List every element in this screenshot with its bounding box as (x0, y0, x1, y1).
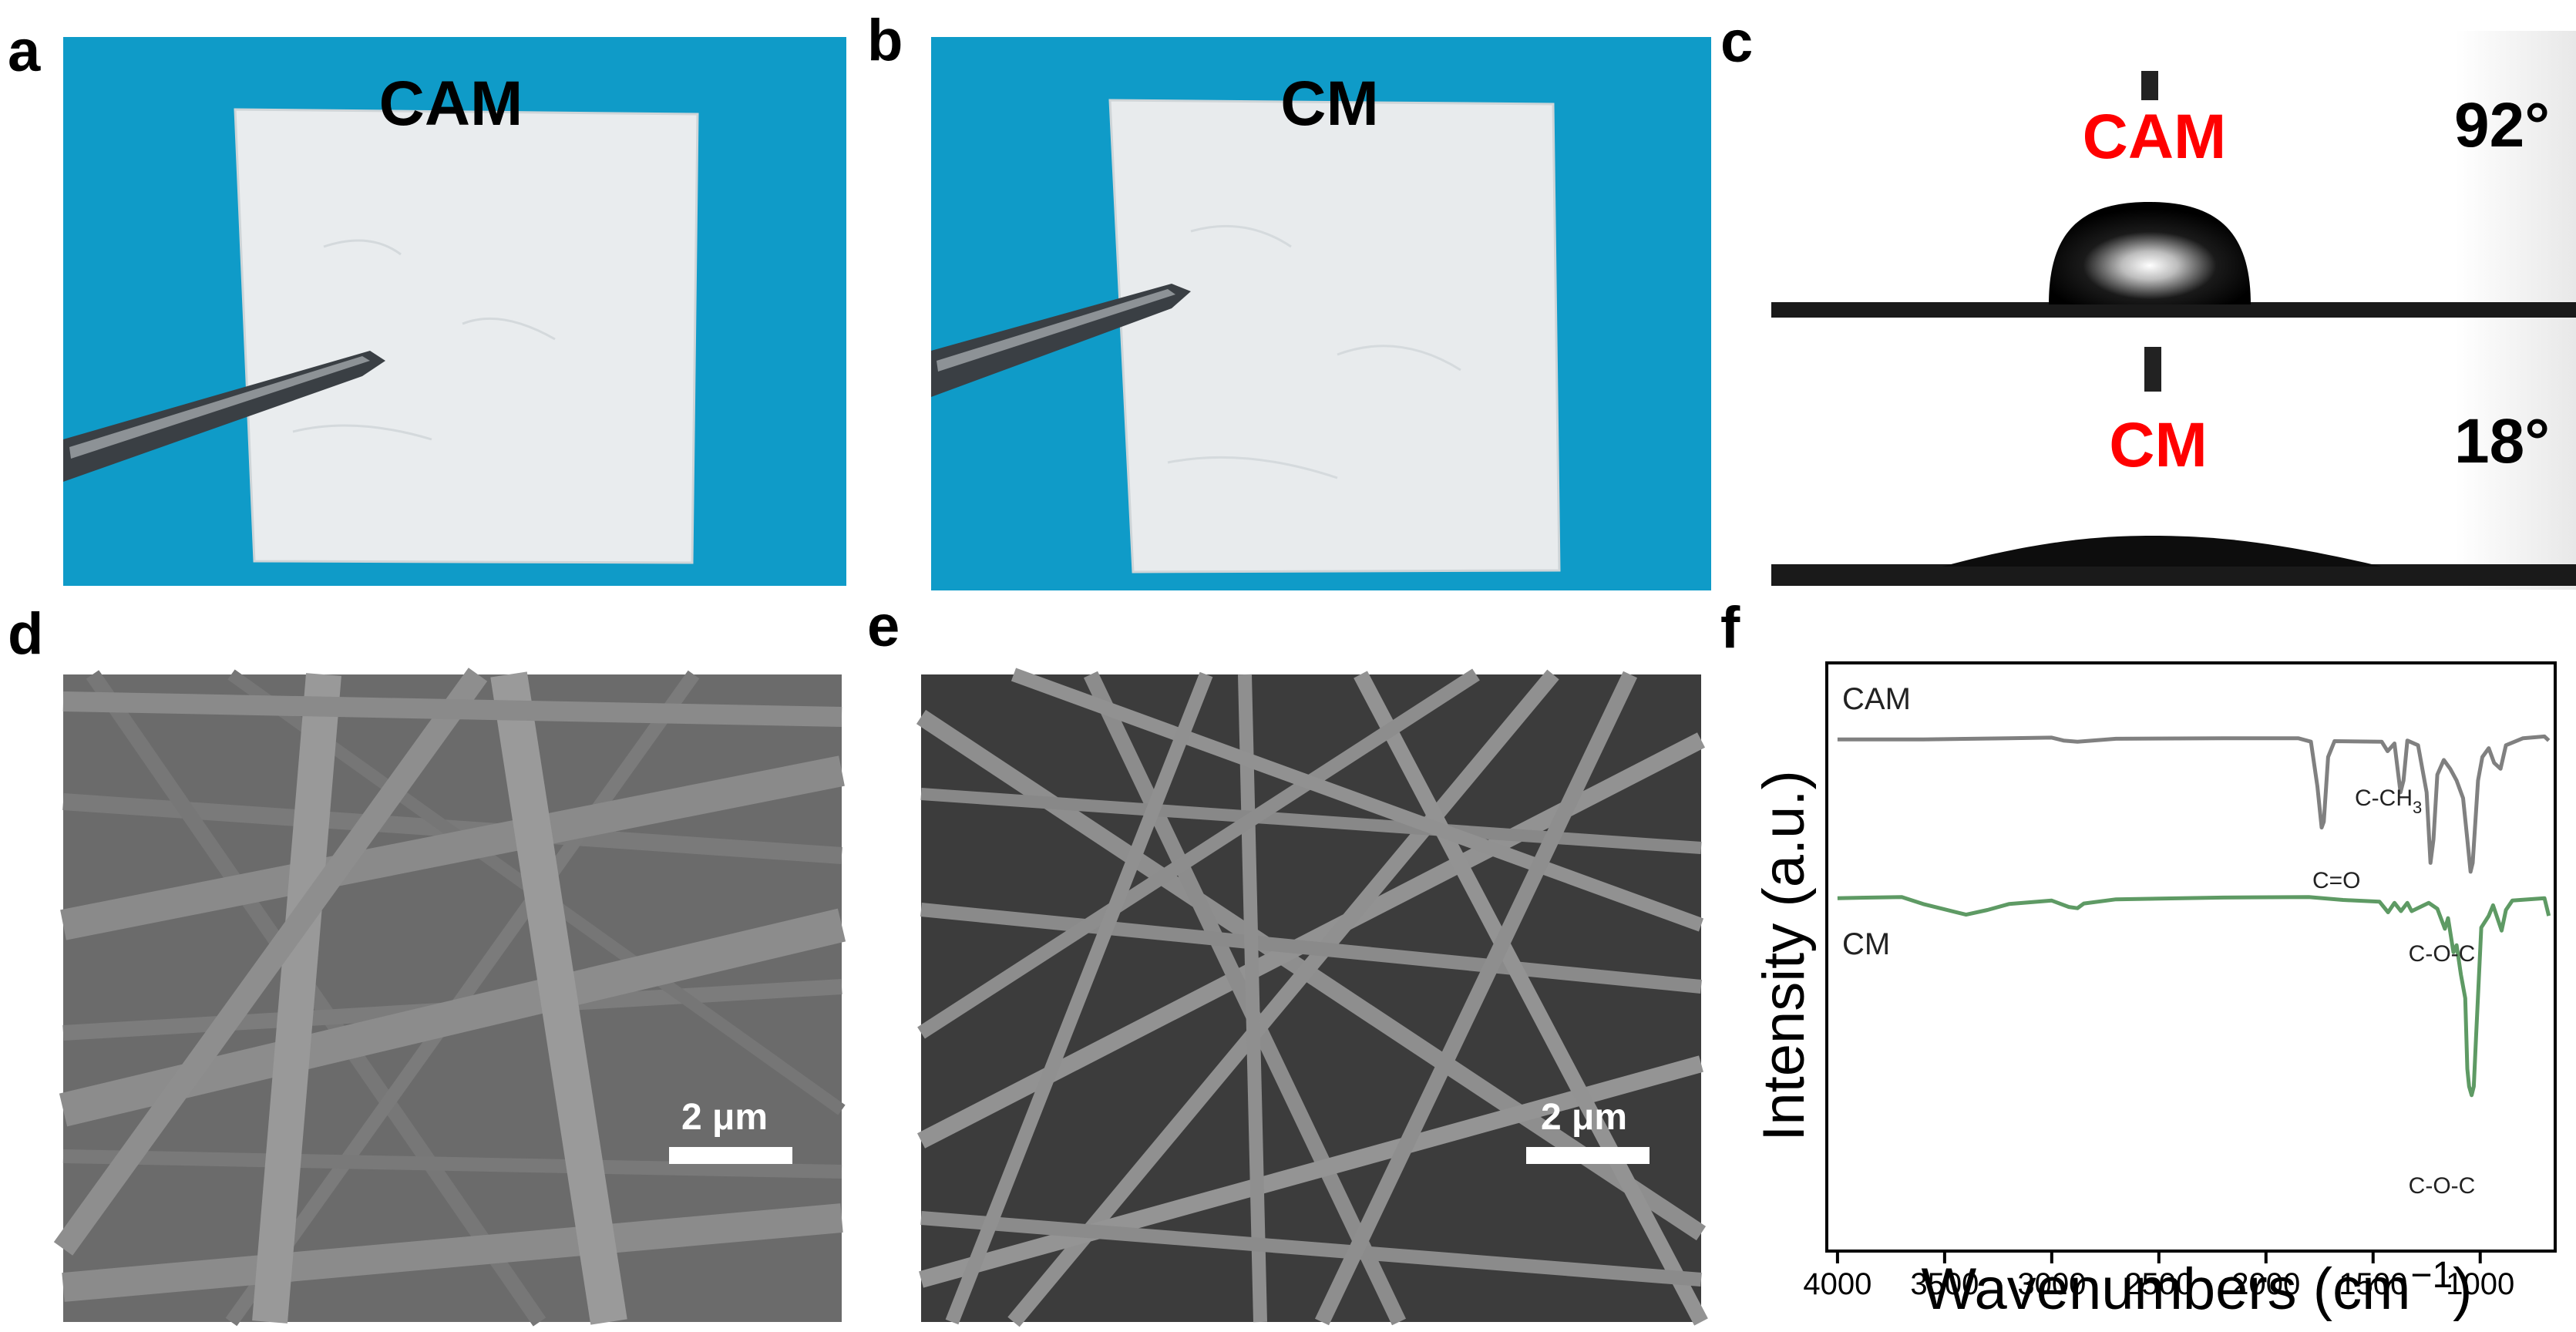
annotation-c-o-c-cm: C-O-C (2409, 1173, 2476, 1199)
x-tick-label: 4000 (1803, 1267, 1871, 1301)
series-line-cam (1837, 734, 2551, 874)
panel-b-svg: b CM (867, 8, 1711, 590)
series-label-cm: CM (1842, 927, 1890, 961)
annotation-c-ch3-sub: 3 (2413, 798, 2422, 817)
plot-frame (1825, 661, 2557, 1253)
dispensing-needle-bottom (2144, 347, 2161, 392)
panel-b-sample-label: CM (1280, 69, 1379, 139)
dispensing-needle-top (2141, 71, 2158, 100)
panel-c-label: c (1720, 9, 1753, 75)
x-axis-title-sup: −1 (2410, 1255, 2453, 1296)
sem-fibers (53, 668, 846, 1327)
tweezer-highlight (69, 356, 370, 459)
x-tick-label: 2000 (2231, 1267, 2300, 1301)
panel-c-top-sample: CAM (2083, 102, 2227, 172)
annotation-c-ch3: C-CH3 (2355, 785, 2422, 817)
x-tick-label: 1500 (2339, 1267, 2407, 1301)
membrane-wrinkle (1167, 224, 1461, 479)
droplet-cam (2049, 202, 2251, 304)
panel-a-svg: a CAM (8, 18, 846, 586)
x-tick-label: 3500 (1910, 1267, 1979, 1301)
panel-e-svg: e 2 μm (867, 601, 1708, 1327)
annotation-c-o: C=O (2312, 868, 2361, 893)
panel-c: c CAM 92° CM 18° (1719, 0, 2576, 601)
annotation-c-o-c-cam: C-O-C (2409, 941, 2476, 967)
x-axis-title-tail: ) (2453, 1256, 2472, 1322)
x-axis: 4000 3500 3000 2500 2000 1500 1000 (1803, 1251, 2514, 1301)
panel-a-label: a (8, 18, 41, 84)
panel-e: e 2 μm (859, 601, 1715, 1332)
panel-c-top-angle: 92° (2454, 90, 2550, 160)
tweezer (931, 284, 1191, 397)
tweezer-highlight (937, 289, 1175, 372)
panel-c-svg: c CAM 92° CM 18° (1720, 9, 2576, 590)
panel-c-bottom-angle: 18° (2454, 406, 2550, 476)
substrate-bottom (1771, 564, 2576, 586)
x-tick-label: 2500 (2124, 1267, 2193, 1301)
panel-b: b CM (859, 0, 1715, 601)
series-line-cm (1837, 895, 2551, 1098)
membrane-sheet (234, 108, 699, 564)
panel-d-scale-label: 2 μm (681, 1097, 768, 1138)
panel-d-svg: d 2 μm (8, 601, 846, 1327)
panel-a-sample-label: CAM (379, 69, 523, 139)
x-tick-label: 1000 (2446, 1267, 2514, 1301)
x-tick-label: 3000 (2017, 1267, 2086, 1301)
series-label-cam: CAM (1842, 682, 1911, 716)
tweezer (63, 351, 385, 482)
panel-a: a CAM (0, 0, 856, 601)
panel-d: d 2 μm (0, 601, 856, 1332)
substrate-top (1771, 302, 2576, 318)
panel-e-scale-label: 2 μm (1541, 1097, 1627, 1138)
membrane-sheet (1108, 99, 1561, 574)
sem-fibers (916, 668, 1708, 1327)
membrane-wrinkle (292, 239, 556, 441)
panel-e-label: e (867, 601, 900, 659)
panel-f: f 4000 3500 3000 2500 2000 1500 1000 Wavenumbe… (1719, 601, 2576, 1332)
x-axis-title: Wavenumbers (cm−1) (1922, 1255, 2473, 1322)
x-axis-title-main: Wavenumbers (cm (1922, 1256, 2411, 1322)
droplet-cm (1942, 536, 2382, 567)
panel-c-bottom-sample: CM (2109, 410, 2208, 480)
panel-d-label: d (8, 601, 43, 667)
annotation-c-ch3-main: C-CH (2355, 785, 2413, 811)
y-axis-title: Intensity (a.u.) (1751, 770, 1817, 1142)
panel-f-label: f (1720, 601, 1740, 661)
panel-d-scale-bar (669, 1147, 792, 1164)
panel-b-label: b (867, 8, 903, 73)
panel-e-scale-bar (1526, 1147, 1650, 1164)
ftir-chart: f 4000 3500 3000 2500 2000 1500 1000 Wavenumbe… (1720, 601, 2557, 1322)
